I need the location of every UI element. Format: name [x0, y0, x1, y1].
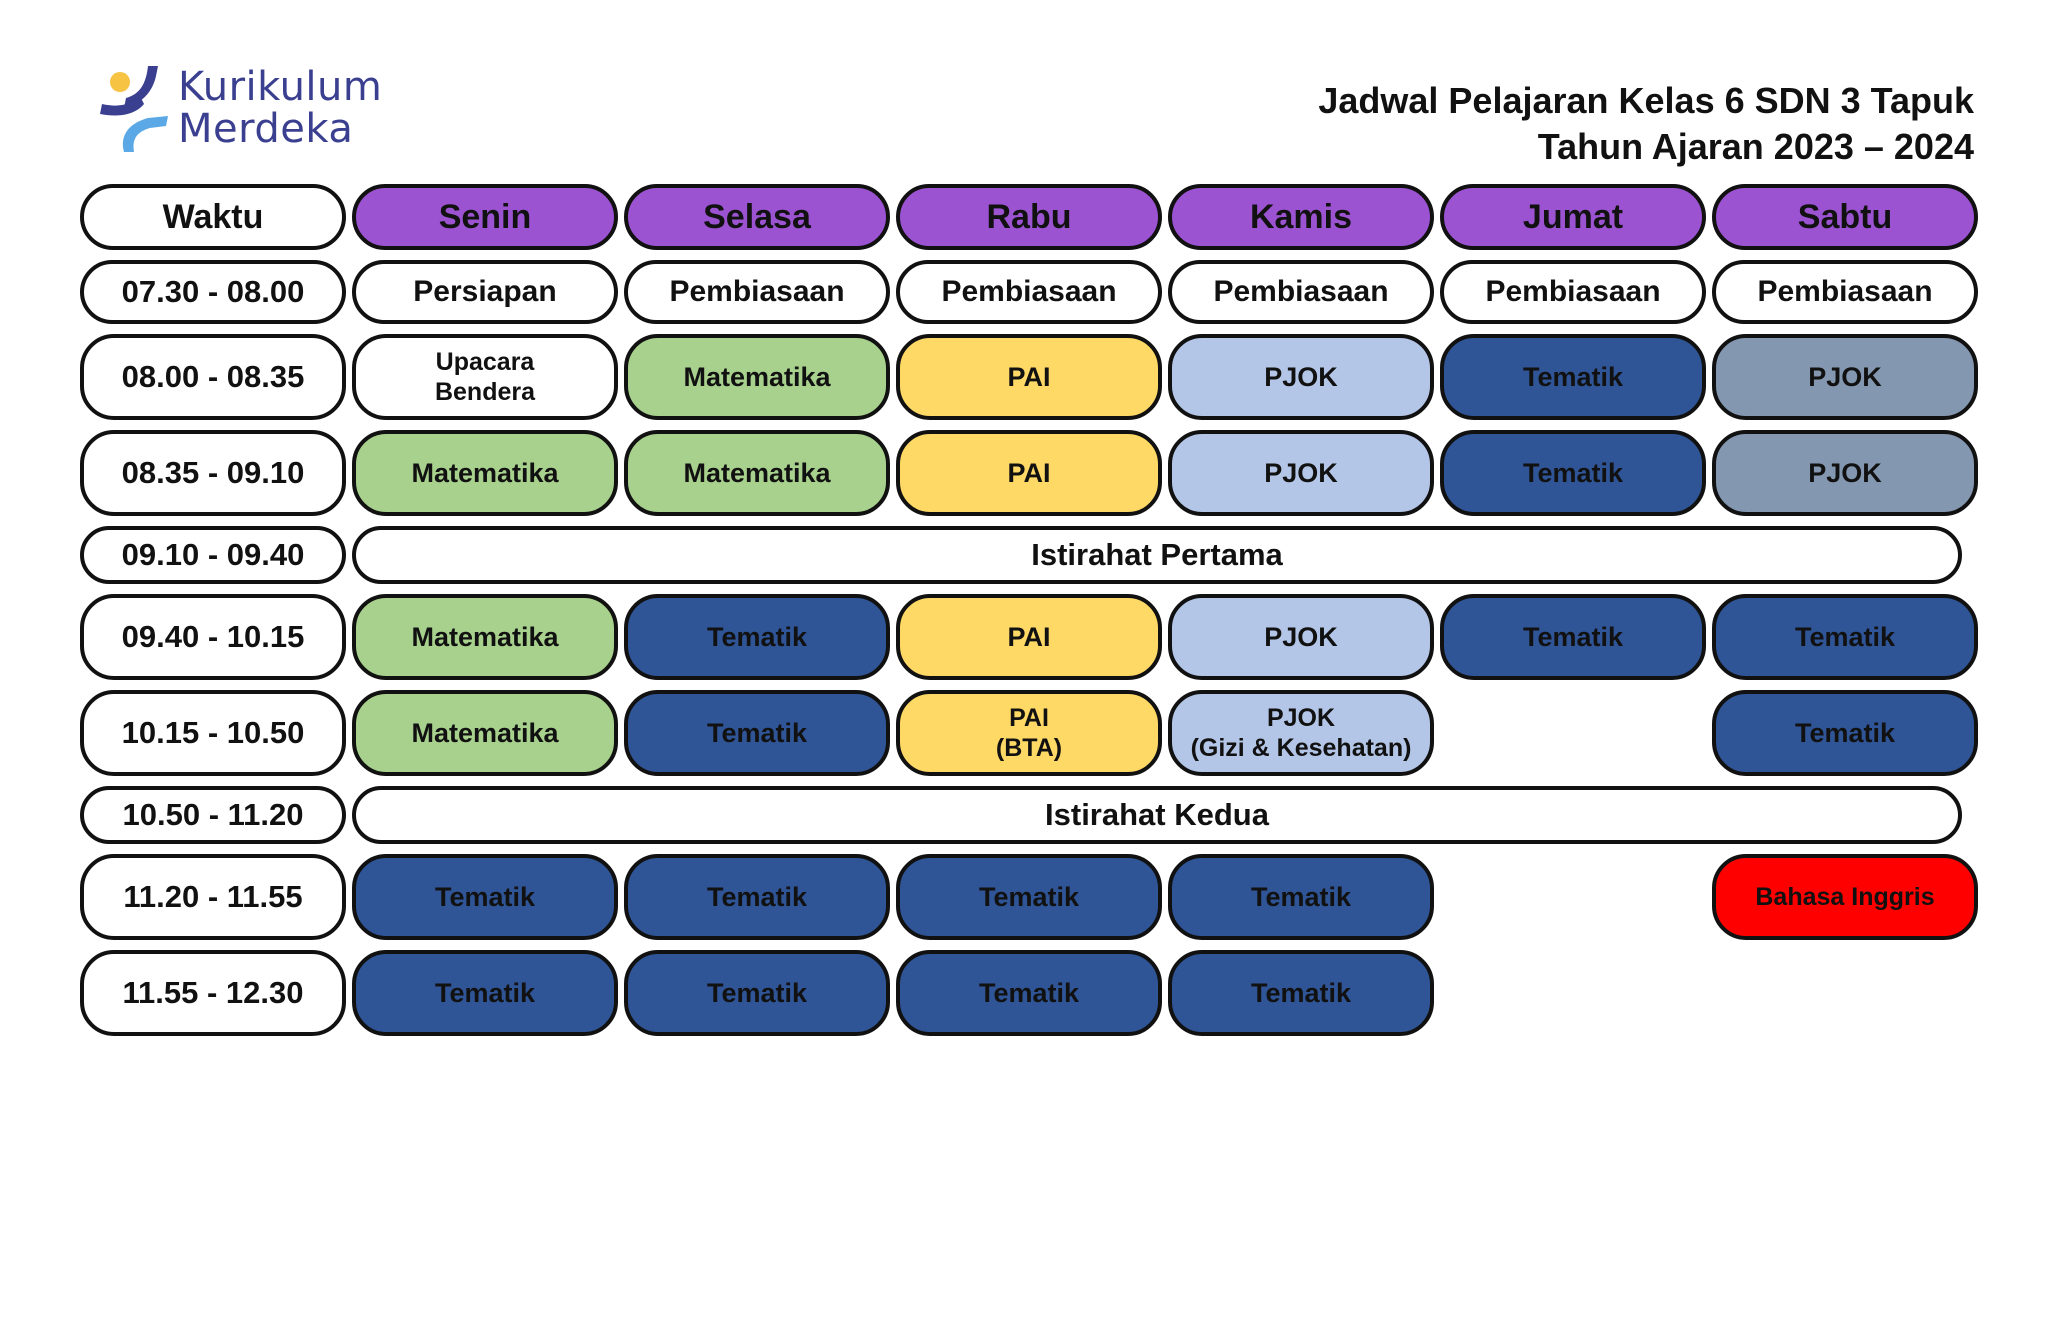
subject-cell-selasa: Tematik [624, 950, 890, 1036]
header-row: Waktu Senin Selasa Rabu Kamis Jumat Sabt… [80, 184, 1980, 250]
subject-cell-selasa: Matematika [624, 430, 890, 516]
subject-cell-senin: Matematika [352, 594, 618, 680]
subject-cell-sabtu: Tematik [1712, 594, 1978, 680]
subject-cell-kamis: Tematik [1168, 854, 1434, 940]
subject-cell-kamis: PJOK (Gizi & Kesehatan) [1168, 690, 1434, 776]
subject-cell-rabu: PAI [896, 334, 1162, 420]
subject-cell-kamis: PJOK [1168, 594, 1434, 680]
header-day-senin: Senin [352, 184, 618, 250]
time-slot: 09.40 - 10.15 [80, 594, 346, 680]
time-slot: 10.15 - 10.50 [80, 690, 346, 776]
time-slot: 08.00 - 08.35 [80, 334, 346, 420]
title-line-2: Tahun Ajaran 2023 – 2024 [1537, 126, 1974, 167]
subject-cell-sabtu: PJOK [1712, 430, 1978, 516]
time-slot: 07.30 - 08.00 [80, 260, 346, 324]
subject-cell-senin: Upacara Bendera [352, 334, 618, 420]
subject-cell-selasa: Tematik [624, 594, 890, 680]
subject-cell-sabtu: Tematik [1712, 690, 1978, 776]
header-day-rabu: Rabu [896, 184, 1162, 250]
header-waktu: Waktu [80, 184, 346, 250]
subject-cell-rabu: PAI [896, 430, 1162, 516]
empty-cell-jumat [1440, 690, 1706, 776]
subject-cell-rabu: Pembiasaan [896, 260, 1162, 324]
time-slot: 11.55 - 12.30 [80, 950, 346, 1036]
empty-cell-sabtu [1712, 950, 1978, 1036]
subject-cell-jumat: Tematik [1440, 594, 1706, 680]
subject-cell-rabu: PAI [896, 594, 1162, 680]
time-slot: 09.10 - 09.40 [80, 526, 346, 584]
subject-cell-kamis: Tematik [1168, 950, 1434, 1036]
header-day-sabtu: Sabtu [1712, 184, 1978, 250]
subject-cell-senin: Tematik [352, 950, 618, 1036]
schedule-title: Jadwal Pelajaran Kelas 6 SDN 3 Tapuk Tah… [1318, 78, 1974, 170]
subject-cell-rabu: Tematik [896, 950, 1162, 1036]
empty-cell-jumat [1440, 854, 1706, 940]
time-slot: 08.35 - 09.10 [80, 430, 346, 516]
subject-cell-jumat: Tematik [1440, 334, 1706, 420]
subject-cell-senin: Persiapan [352, 260, 618, 324]
subject-cell-selasa: Matematika [624, 334, 890, 420]
subject-cell-sabtu: PJOK [1712, 334, 1978, 420]
subject-cell-jumat: Tematik [1440, 430, 1706, 516]
subject-cell-senin: Matematika [352, 690, 618, 776]
empty-cell-jumat [1440, 950, 1706, 1036]
subject-cell-senin: Matematika [352, 430, 618, 516]
kurikulum-merdeka-logo: Kurikulum Merdeka [96, 60, 382, 156]
subject-cell-rabu: Tematik [896, 854, 1162, 940]
logo-line-2: Merdeka [178, 106, 354, 152]
subject-cell-senin: Tematik [352, 854, 618, 940]
logo-line-1: Kurikulum [178, 64, 383, 110]
subject-cell-sabtu: Pembiasaan [1712, 260, 1978, 324]
subject-cell-kamis: Pembiasaan [1168, 260, 1434, 324]
break-cell: Istirahat Pertama [352, 526, 1962, 584]
header-day-selasa: Selasa [624, 184, 890, 250]
subject-cell-kamis: PJOK [1168, 334, 1434, 420]
break-cell: Istirahat Kedua [352, 786, 1962, 844]
subject-cell-kamis: PJOK [1168, 430, 1434, 516]
header-day-kamis: Kamis [1168, 184, 1434, 250]
subject-cell-rabu: PAI (BTA) [896, 690, 1162, 776]
subject-cell-selasa: Pembiasaan [624, 260, 890, 324]
header-day-jumat: Jumat [1440, 184, 1706, 250]
subject-cell-selasa: Tematik [624, 854, 890, 940]
subject-cell-selasa: Tematik [624, 690, 890, 776]
title-line-1: Jadwal Pelajaran Kelas 6 SDN 3 Tapuk [1318, 80, 1974, 121]
schedule-table: Waktu Senin Selasa Rabu Kamis Jumat Sabt… [80, 184, 1980, 1046]
subject-cell-sabtu: Bahasa Inggris [1712, 854, 1978, 940]
time-slot: 10.50 - 11.20 [80, 786, 346, 844]
logo-mark-icon [100, 66, 168, 152]
time-slot: 11.20 - 11.55 [80, 854, 346, 940]
subject-cell-jumat: Pembiasaan [1440, 260, 1706, 324]
